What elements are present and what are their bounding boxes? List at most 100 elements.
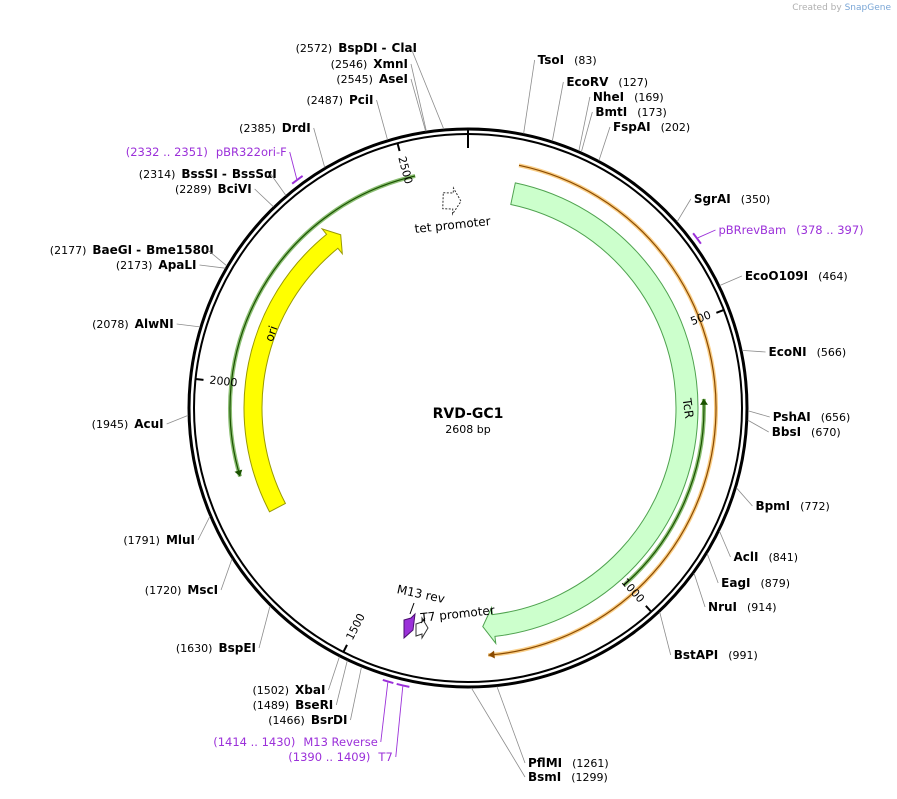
- primer-name: pBRrevBam: [718, 223, 786, 237]
- site-name: EcoO109I: [745, 269, 808, 283]
- site-name: NheI: [593, 90, 624, 104]
- primer-range: (1390 .. 1409): [288, 750, 370, 764]
- tick-label: 1500: [344, 611, 368, 642]
- tcr-label: TcR: [679, 396, 696, 419]
- site-leader: [496, 686, 526, 764]
- restriction-site: MscI(1720): [145, 558, 233, 597]
- site-leader: [736, 487, 753, 507]
- site-leader: [335, 660, 348, 706]
- primer-range: (378 .. 397): [796, 223, 864, 237]
- restriction-site: AlwNI(2078): [92, 317, 201, 331]
- restriction-site: XmnI(2546): [331, 57, 427, 132]
- t7-promoter-label: T7 promoter: [419, 603, 496, 625]
- restriction-site: EcoNI (566): [741, 345, 847, 359]
- primer-name: T7: [377, 750, 392, 764]
- site-position: (83): [574, 54, 597, 67]
- site-position: (1299): [571, 771, 608, 784]
- primer-leader: [395, 686, 404, 758]
- m13-rev-arrow: [403, 612, 416, 640]
- restriction-site: AseI (2545): [336, 72, 427, 132]
- site-position: (566): [817, 346, 847, 359]
- restriction-site: BsmI (1299): [471, 687, 608, 784]
- site-position: (2572): [296, 42, 333, 55]
- site-name: BssSI: [181, 167, 218, 181]
- site-name: BsrDI: [311, 713, 348, 727]
- site-name: BciVI: [218, 182, 252, 196]
- primer-binding-mark: [382, 679, 394, 685]
- site-name: MluI: [166, 533, 195, 547]
- site-leader: [207, 249, 228, 267]
- site-name: EcoNI: [769, 345, 807, 359]
- primer-site: M13 Reverse(1414 .. 1430): [213, 679, 394, 749]
- site-leader: [410, 78, 427, 132]
- orf-inner-head: [699, 398, 708, 405]
- restriction-site: TsoI(83): [523, 53, 597, 134]
- restriction-site: BaeGI-Bme1580I(2177): [50, 243, 228, 267]
- site-position: (1945): [92, 418, 129, 431]
- site-name: FspAI: [613, 120, 651, 134]
- site-name: AcuI: [134, 417, 163, 431]
- site-position: (2173): [116, 259, 153, 272]
- site-name: MscI: [187, 583, 218, 597]
- orf-outer-head: [488, 650, 495, 659]
- ori-label: ori: [262, 324, 280, 343]
- primer-name: pBR322ori-F: [216, 145, 287, 159]
- restriction-site: ApaLI(2173): [116, 258, 226, 272]
- restriction-site: BspDI-ClaI(2572): [296, 41, 445, 130]
- ori-feature-arrow: [243, 227, 343, 513]
- restriction-site: FspAI(202): [598, 120, 690, 161]
- site-name: EcoRV: [566, 75, 609, 89]
- site-leader: [376, 99, 388, 140]
- site-position: (1489): [253, 699, 290, 712]
- site-name: BsmI: [528, 770, 561, 784]
- tick-mark: [195, 378, 204, 381]
- site-position: (879): [761, 577, 791, 590]
- site-position: (2078): [92, 318, 129, 331]
- restriction-site: BstAPI(991): [659, 611, 758, 662]
- primer-binding-mark: [692, 232, 702, 245]
- site-leader: [523, 59, 536, 134]
- site-name-secondary: BssSαI: [232, 167, 277, 181]
- primer-site: pBRrevBam (378 .. 397): [692, 223, 864, 245]
- plasmid-name: RVD-GC1: [433, 406, 504, 422]
- tick-mark: [342, 644, 348, 653]
- site-position: (169): [634, 91, 664, 104]
- site-leader: [176, 323, 201, 328]
- site-name: EagI: [721, 576, 750, 590]
- tcr-feature-arrow: [482, 182, 699, 646]
- site-leader: [258, 605, 271, 649]
- orf-outer-line: [488, 164, 717, 656]
- site-position: (2545): [336, 73, 373, 86]
- site-name: AseI: [379, 72, 408, 86]
- site-leader: [220, 558, 233, 591]
- restriction-site: PciI(2487): [306, 93, 388, 140]
- site-leader: [693, 573, 706, 608]
- primer-leader: [697, 229, 716, 239]
- site-name: BpmI: [755, 499, 790, 513]
- site-position: (1261): [572, 757, 609, 770]
- site-separator: -: [222, 167, 227, 181]
- site-name: BmtI: [595, 105, 627, 119]
- site-name: PflMI: [528, 756, 562, 770]
- restriction-site: AcuI (1945): [92, 415, 189, 431]
- restriction-site: BseRI(1489): [253, 660, 348, 712]
- restriction-site: BbsI(670): [747, 419, 841, 439]
- m13-rev-leader: [409, 602, 415, 615]
- tick-mark: [716, 308, 725, 314]
- restriction-site: BspEI(1630): [176, 605, 271, 655]
- site-separator: -: [382, 41, 387, 55]
- site-position: (2546): [331, 58, 368, 71]
- tick-mark: [396, 142, 401, 152]
- tick-label: 2000: [209, 374, 238, 390]
- site-name: DrdI: [282, 121, 311, 135]
- site-leader: [166, 415, 189, 425]
- site-layer: BspDI-ClaI(2572)XmnI(2546)AseI (2545) PciI…: [50, 41, 864, 784]
- site-leader: [598, 126, 611, 161]
- restriction-site: NruI(914): [693, 573, 777, 614]
- site-position: (2289): [175, 183, 212, 196]
- site-leader: [270, 173, 287, 196]
- site-leader: [719, 275, 742, 286]
- site-leader: [578, 96, 591, 151]
- site-leader: [719, 530, 731, 558]
